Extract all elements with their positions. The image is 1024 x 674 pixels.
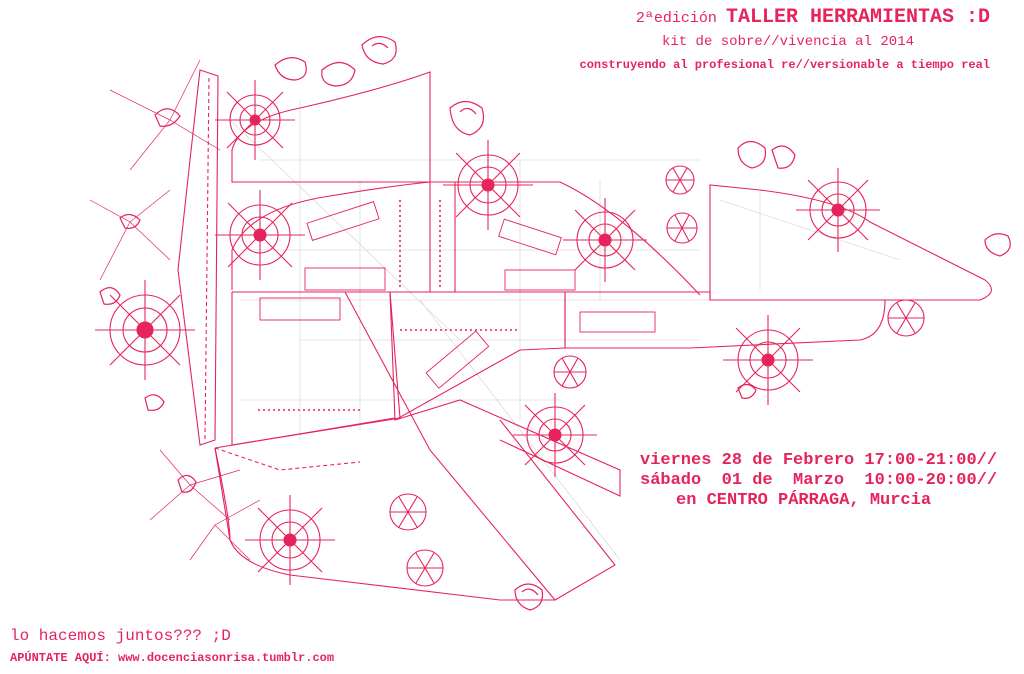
schedule-friday: viernes 28 de Febrero 17:00-21:00// xyxy=(640,451,998,470)
dotted-rows xyxy=(258,200,520,411)
decorative-blobs xyxy=(99,36,1011,611)
header-tagline: construyendo al profesional re//versiona… xyxy=(579,58,990,72)
footer-signup-link[interactable]: APÚNTATE AQUÍ: www.docenciasonrisa.tumbl… xyxy=(10,651,335,665)
schedule-venue: en CENTRO PÁRRAGA, Murcia xyxy=(676,491,932,510)
schedule-saturday: sábado 01 de Marzo 10:00-20:00// xyxy=(640,471,998,490)
vehicle-shapes xyxy=(259,201,656,389)
workshop-title: TALLER HERRAMIENTAS :D xyxy=(725,6,990,29)
header-subtitle: kit de sobre//vivencia al 2014 xyxy=(661,34,914,50)
building-outline xyxy=(177,69,992,601)
footer-question: lo hacemos juntos??? ;D xyxy=(10,627,231,645)
radiating-lines xyxy=(89,59,261,561)
header-title-line: 2ªedición TALLER HERRAMIENTAS :D xyxy=(636,6,990,29)
edition-label: 2ªedición xyxy=(635,10,717,27)
geodesic-spheres xyxy=(389,165,925,587)
node-clusters xyxy=(95,80,880,585)
